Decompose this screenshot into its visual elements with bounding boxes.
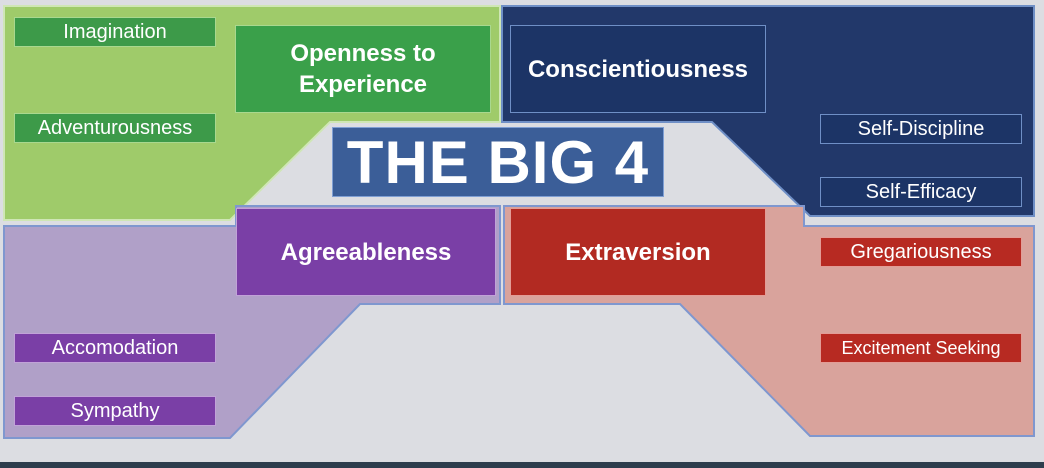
trait-extraversion: Extraversion: [510, 208, 766, 296]
facet-imagination: Imagination: [14, 17, 216, 47]
trait-agreeableness: Agreeableness: [236, 208, 496, 296]
facet-self-efficacy: Self-Efficacy: [820, 177, 1022, 207]
trait-conscientiousness: Conscientiousness: [510, 25, 766, 113]
facet-accomodation: Accomodation: [14, 333, 216, 363]
bottom-strip: [0, 462, 1044, 468]
facet-excitement-seeking: Excitement Seeking: [820, 333, 1022, 363]
facet-gregariousness: Gregariousness: [820, 237, 1022, 267]
diagram-title: THE BIG 4: [332, 127, 664, 197]
facet-sympathy: Sympathy: [14, 396, 216, 426]
facet-adventurousness: Adventurousness: [14, 113, 216, 143]
trait-openness: Openness to Experience: [235, 25, 491, 113]
facet-self-discipline: Self-Discipline: [820, 114, 1022, 144]
